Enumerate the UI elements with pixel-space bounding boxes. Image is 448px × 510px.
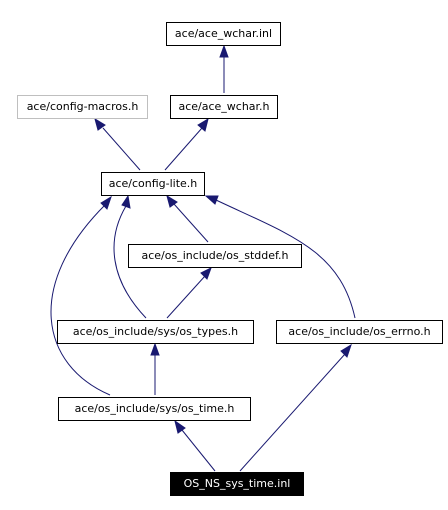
node-os-stddef[interactable]: ace/os_include/os_stddef.h: [128, 244, 302, 268]
arrowhead-config-lite-from-stddef: [166, 194, 178, 208]
node-ace-wchar-inl[interactable]: ace/ace_wchar.inl: [166, 22, 281, 46]
arrowhead-config-lite-from-types: [121, 194, 131, 209]
arrowhead-types: [150, 342, 160, 356]
edge-config-lite-to-wchar-h: [164, 127, 203, 171]
edge-config-lite-to-config-macros: [102, 127, 141, 171]
arrowhead-wchar-inl: [219, 44, 229, 58]
node-root-os-ns-sys-time[interactable]: OS_NS_sys_time.inl: [170, 472, 304, 496]
arrowhead-time: [174, 419, 186, 434]
edge-types-to-stddef: [166, 275, 206, 319]
node-config-lite[interactable]: ace/config-lite.h: [101, 172, 205, 196]
edge-root-to-errno: [239, 353, 346, 472]
node-config-macros[interactable]: ace/config-macros.h: [17, 95, 148, 119]
edge-stddef-to-config-lite: [173, 203, 209, 243]
node-os-errno[interactable]: ace/os_include/os_errno.h: [276, 320, 443, 344]
edge-root-to-time: [181, 429, 216, 472]
edge-types-to-config-lite: [113, 205, 147, 319]
edge-time-to-config-lite: [50, 204, 111, 396]
node-os-types[interactable]: ace/os_include/sys/os_types.h: [57, 320, 254, 344]
edge-errno-to-config-lite: [215, 199, 356, 319]
node-os-time[interactable]: ace/os_include/sys/os_time.h: [58, 397, 251, 421]
arrowhead-stddef: [200, 266, 212, 280]
arrowhead-wchar-h: [197, 117, 209, 132]
arrowhead-errno: [340, 343, 352, 358]
arrowhead-config-lite-from-time: [100, 195, 112, 210]
arrowhead-config-macros: [94, 117, 106, 131]
node-ace-wchar-h[interactable]: ace/ace_wchar.h: [170, 95, 278, 119]
arrowhead-config-lite-from-errno: [204, 195, 219, 205]
